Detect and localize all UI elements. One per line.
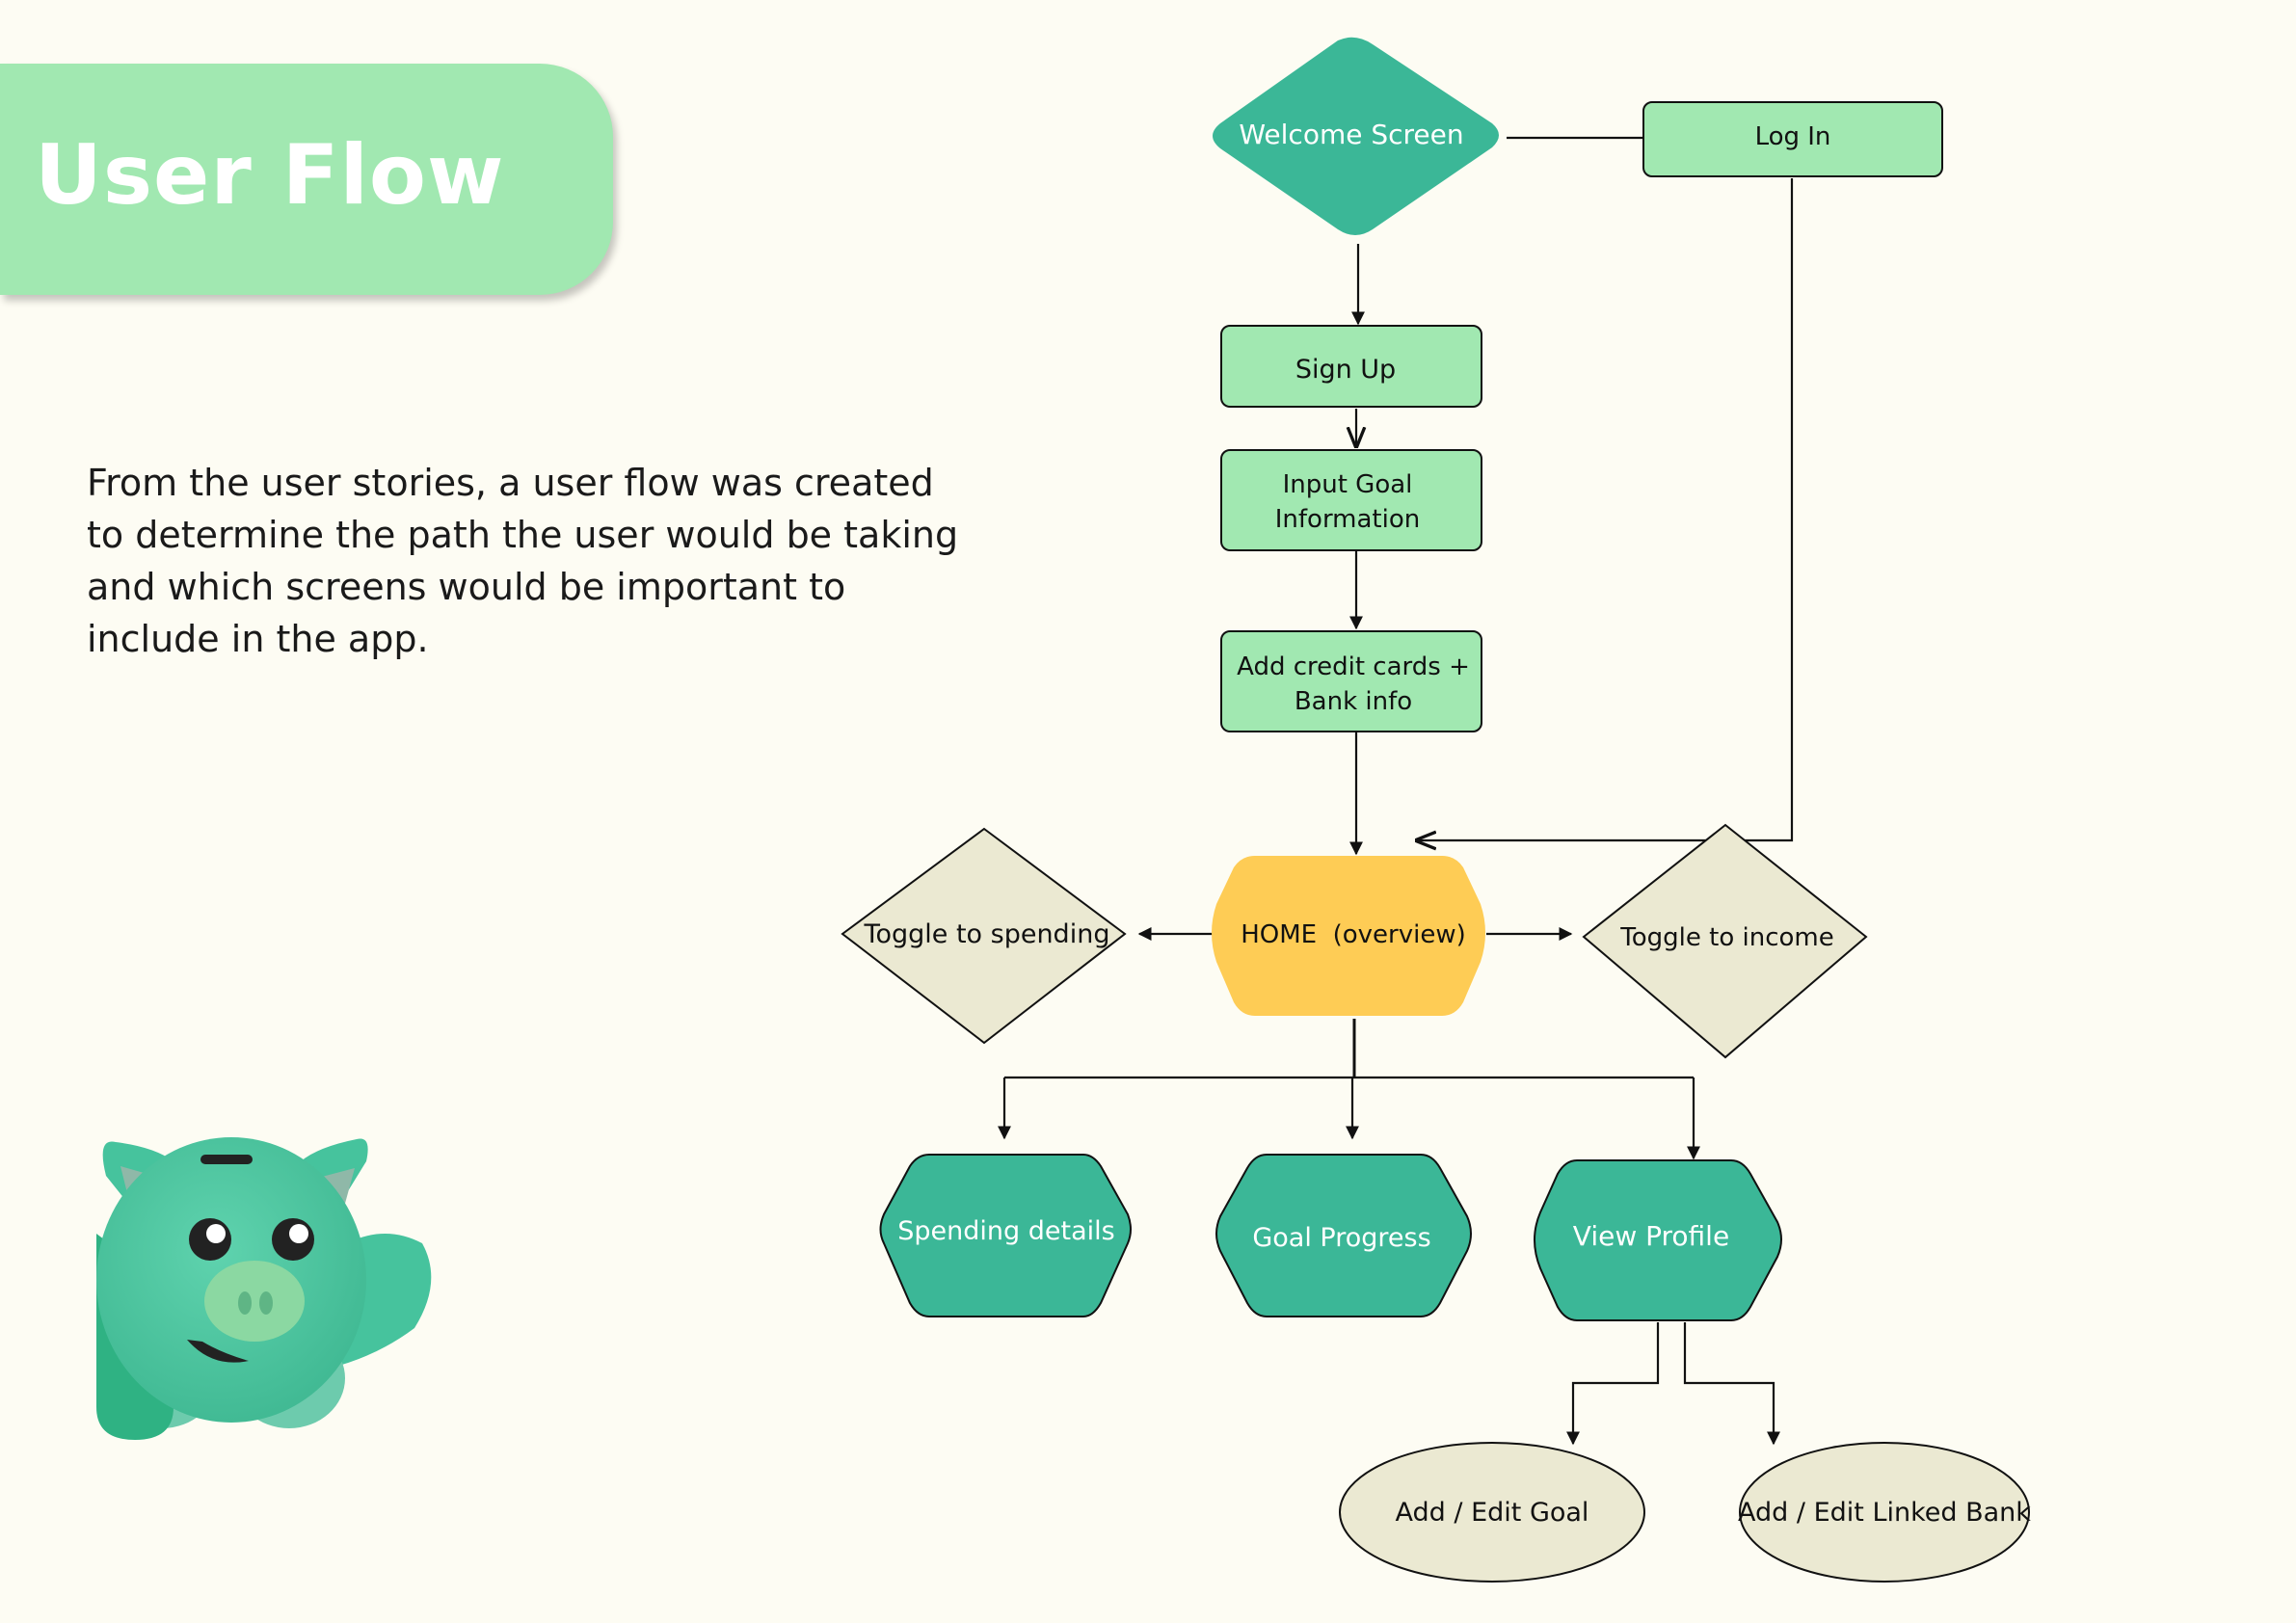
home-node[interactable]: HOME (overview) — [1212, 856, 1485, 1016]
edit-bank-shape — [1739, 1442, 2030, 1583]
title-banner — [0, 64, 613, 295]
signup-node[interactable]: Sign Up — [1220, 325, 1482, 408]
spending-details-label: Spending details — [897, 1216, 1114, 1246]
login-shape — [1642, 101, 1943, 177]
edit-goal-shape — [1339, 1442, 1645, 1583]
input-goal-node[interactable]: Input Goal Information — [1220, 449, 1482, 551]
toggle-spending-label: Toggle to spending — [864, 919, 1110, 949]
home-label: HOME (overview) — [1241, 920, 1466, 949]
signup-label: Sign Up — [1295, 355, 1396, 385]
welcome-screen-shape — [1213, 37, 1499, 235]
intro-line: From the user stories, a user flow was c… — [87, 462, 934, 504]
toggle-spending-node[interactable]: Toggle to spending — [841, 827, 1127, 1045]
signup-shape — [1220, 325, 1482, 408]
intro-line: to determine the path the user would be … — [87, 514, 959, 556]
goal-progress-node[interactable]: Goal Progress — [1215, 1154, 1472, 1317]
view-profile-label: View Profile — [1573, 1220, 1729, 1252]
edit-bank-node[interactable]: Add / Edit Linked Bank — [1738, 1442, 2031, 1583]
connector-login-home — [1417, 178, 1794, 840]
add-cards-shape — [1220, 630, 1482, 732]
home-shape — [1212, 856, 1485, 1016]
toggle-income-shape — [1582, 823, 1868, 1059]
connector-profile-edit-goal — [1566, 1322, 1660, 1446]
toggle-income-node[interactable]: Toggle to income — [1582, 823, 1868, 1059]
view-profile-shape — [1534, 1159, 1782, 1321]
intro-line: include in the app. — [87, 618, 429, 660]
connector-profile-edit-bank — [1683, 1322, 1780, 1446]
toggle-spending-shape — [841, 827, 1127, 1045]
add-cards-label-line1: Add credit cards + — [1237, 652, 1470, 681]
intro-paragraph: From the user stories, a user flow was c… — [87, 457, 959, 665]
page-title: User Flow — [35, 127, 505, 224]
welcome-screen-node[interactable]: Welcome Screen — [1213, 37, 1499, 235]
goal-progress-shape — [1215, 1154, 1472, 1317]
login-label: Log In — [1755, 122, 1831, 151]
spending-details-node[interactable]: Spending details — [879, 1154, 1132, 1317]
input-goal-shape — [1220, 449, 1482, 551]
intro-line: and which screens would be important to — [87, 566, 846, 608]
spending-details-shape — [879, 1154, 1132, 1317]
welcome-screen-label: Welcome Screen — [1239, 119, 1463, 150]
add-cards-node[interactable]: Add credit cards + Bank info — [1220, 630, 1482, 732]
connectors — [998, 136, 1794, 1446]
input-goal-label-line2: Information — [1275, 505, 1421, 534]
view-profile-node[interactable]: View Profile — [1534, 1159, 1782, 1321]
login-node[interactable]: Log In — [1642, 101, 1943, 177]
piggy-mascot-illustration — [96, 1137, 432, 1440]
goal-progress-label: Goal Progress — [1252, 1223, 1430, 1253]
toggle-income-label: Toggle to income — [1619, 923, 1833, 952]
edit-bank-label: Add / Edit Linked Bank — [1738, 1498, 2031, 1528]
add-cards-label-line2: Bank info — [1295, 687, 1412, 716]
input-goal-label-line1: Input Goal — [1283, 470, 1413, 499]
edit-goal-label: Add / Edit Goal — [1396, 1498, 1589, 1528]
edit-goal-node[interactable]: Add / Edit Goal — [1339, 1442, 1645, 1583]
